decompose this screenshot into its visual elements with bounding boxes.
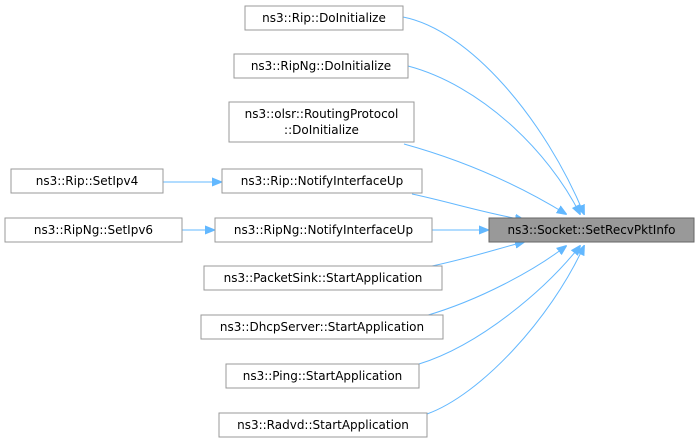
node-olsr-doinitialize[interactable]: ns3::olsr::RoutingProtocol ::DoInitializ… xyxy=(228,101,415,143)
focus-node[interactable]: ns3::Socket::SetRecvPktInfo xyxy=(488,217,695,243)
edge-radvd-startapplication xyxy=(426,246,584,415)
edge-rip-notifyinterfaceup xyxy=(411,193,524,220)
edge-dhcpserver-startapplication xyxy=(424,246,566,317)
node-label: ns3::Radvd::StartApplication xyxy=(237,418,409,432)
node-label: ns3::Rip::DoInitialize xyxy=(262,11,386,25)
edge-olsr-doinitialize xyxy=(403,143,566,214)
node-label: ns3::RipNg::NotifyInterfaceUp xyxy=(234,223,413,237)
node-label: ns3::RipNg::DoInitialize xyxy=(251,59,391,73)
edge-rip-doinitialize xyxy=(402,16,584,214)
node-radvd-startapplication[interactable]: ns3::Radvd::StartApplication xyxy=(218,412,428,438)
node-label-line2: ::DoInitialize xyxy=(284,123,359,137)
focus-node-label: ns3::Socket::SetRecvPktInfo xyxy=(507,223,675,237)
node-label: ns3::Rip::SetIpv4 xyxy=(36,174,139,188)
edge-ping-startapplication xyxy=(418,246,580,365)
node-rip-setipv4[interactable]: ns3::Rip::SetIpv4 xyxy=(10,168,164,194)
node-ripng-notifyinterfaceup[interactable]: ns3::RipNg::NotifyInterfaceUp xyxy=(214,217,433,243)
node-packetsink-startapplication[interactable]: ns3::PacketSink::StartApplication xyxy=(203,265,443,291)
edge-ripng-doinitialize xyxy=(407,65,580,214)
node-label: ns3::RipNg::SetIpv6 xyxy=(34,223,153,237)
node-label: ns3::Rip::NotifyInterfaceUp xyxy=(241,174,404,188)
node-label: ns3::Ping::StartApplication xyxy=(243,369,403,383)
node-ripng-doinitialize[interactable]: ns3::RipNg::DoInitialize xyxy=(233,53,409,79)
node-dhcpserver-startapplication[interactable]: ns3::DhcpServer::StartApplication xyxy=(200,314,444,340)
node-ping-startapplication[interactable]: ns3::Ping::StartApplication xyxy=(225,363,420,389)
node-ripng-setipv6[interactable]: ns3::RipNg::SetIpv6 xyxy=(4,217,183,243)
node-rip-notifyinterfaceup[interactable]: ns3::Rip::NotifyInterfaceUp xyxy=(221,168,423,194)
node-label: ns3::DhcpServer::StartApplication xyxy=(220,320,424,334)
edges xyxy=(163,16,584,415)
node-label-line1: ns3::olsr::RoutingProtocol xyxy=(245,107,399,121)
node-rip-doinitialize[interactable]: ns3::Rip::DoInitialize xyxy=(244,5,404,31)
edge-packetsink-startapplication xyxy=(431,242,524,267)
node-label: ns3::PacketSink::StartApplication xyxy=(224,271,423,285)
